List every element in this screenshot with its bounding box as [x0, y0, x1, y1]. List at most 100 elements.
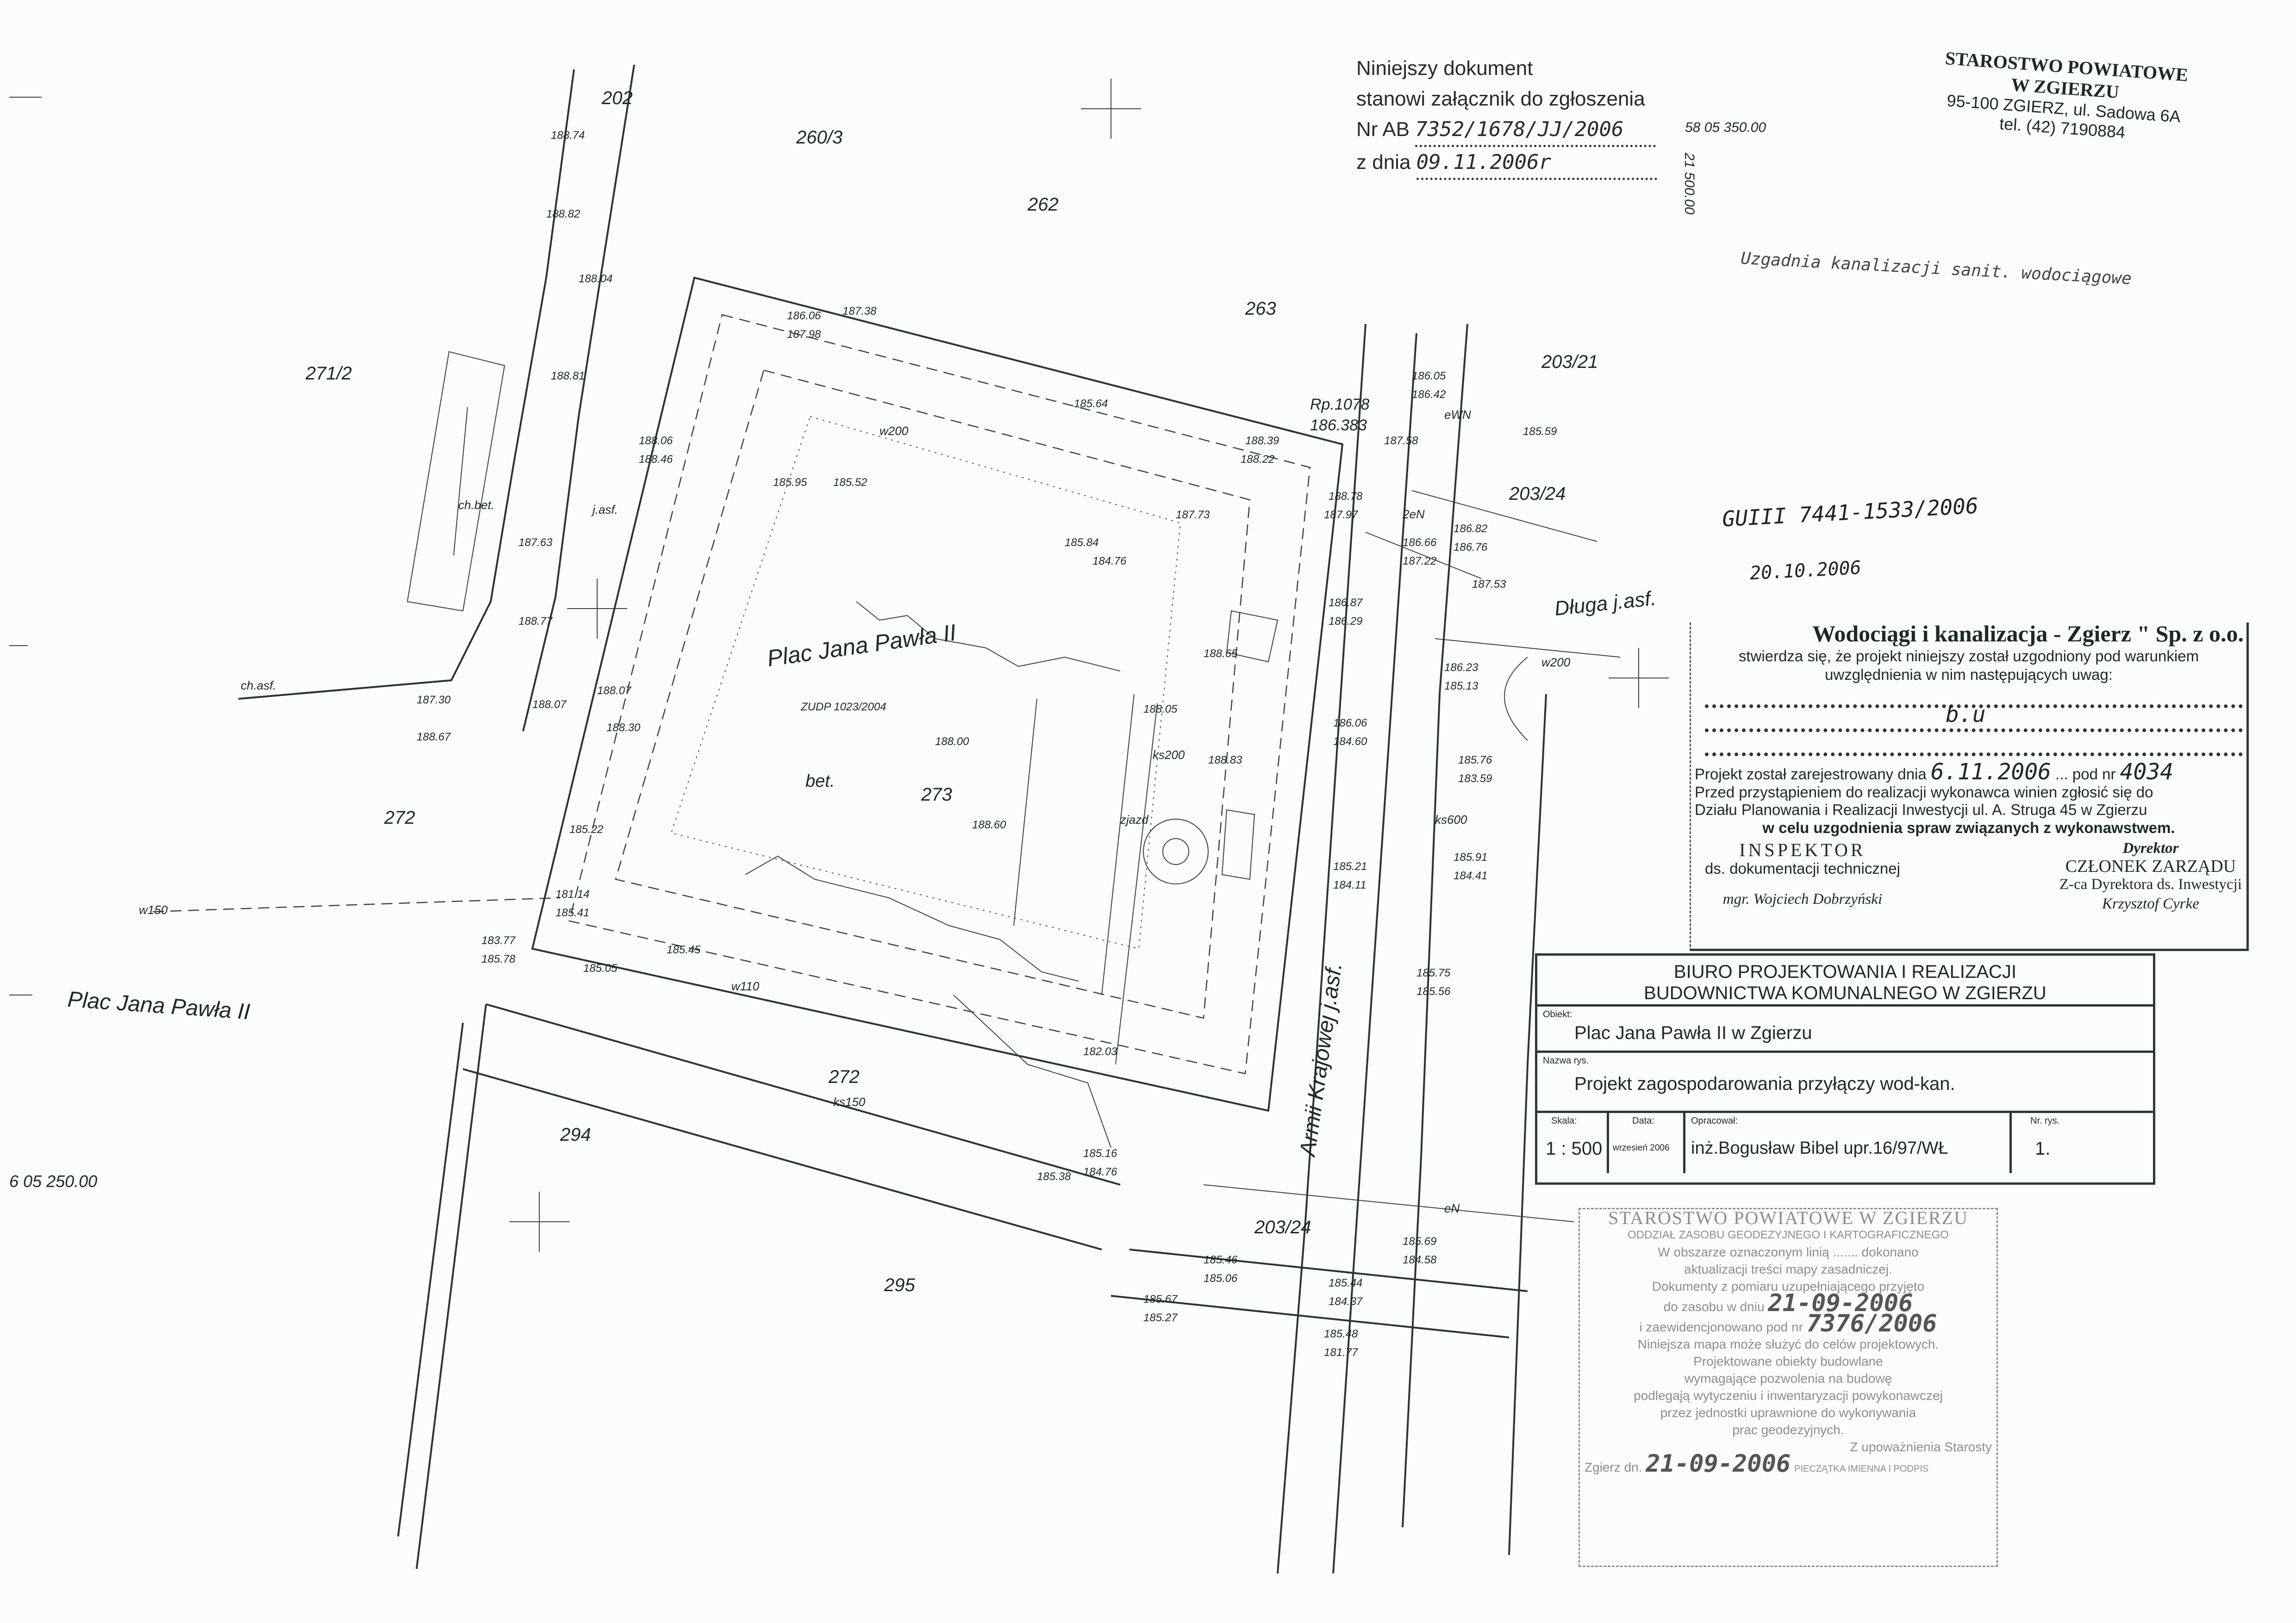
director-name: Krzysztof Cyrke — [2102, 895, 2199, 912]
elevation-label: 187.22 — [1403, 555, 1436, 567]
elevation-label: 188.60 — [972, 819, 1006, 831]
sheet-label: Nr. rys. — [2030, 1116, 2060, 1126]
elevation-label: 185.59 — [1523, 425, 1557, 438]
drawing-row: Nazwa rys. Projekt zagospodarowania przy… — [1537, 1053, 2153, 1113]
elevation-label: 185.44 — [1329, 1277, 1362, 1289]
registration-number: 4034 — [2120, 759, 2174, 785]
water-company-approval-stamp: Wodociągi i kanalizacja - Zgierz " Sp. z… — [1690, 621, 2249, 951]
registered-label: Projekt został zarejestrowany dnia — [1695, 765, 1927, 783]
author-value: inż.Bogusław Bibel upr.16/97/WŁ — [1691, 1138, 1948, 1158]
sheet-value: 1. — [2035, 1138, 2051, 1159]
elevation-label: 188.30 — [606, 721, 641, 734]
elevation-label: 186.06 — [1333, 717, 1367, 729]
elevation-label: 184.76 — [1083, 1166, 1117, 1178]
elevation-label: 186.06 — [787, 310, 821, 322]
note-line: Niniejszy dokument — [1356, 57, 1533, 80]
elevation-label: 185.22 — [569, 823, 603, 836]
parcel-label: 272 — [828, 1067, 860, 1087]
object-value: Plac Jana Pawła II w Zgierzu — [1574, 1023, 1812, 1043]
elevation-label: 185.52 — [833, 476, 867, 489]
elevation-label: 188.07 — [597, 684, 632, 697]
stamp-line: podlegają wytyczeniu i inwentaryzacji po… — [1634, 1388, 1943, 1403]
elevation-labels: 188.74188.82188.04188.81187.63188.77188.… — [417, 129, 1557, 1359]
utility-label: w200 — [880, 424, 909, 438]
elevation-label: 188.07 — [532, 698, 567, 711]
elevation-label: 187.73 — [1176, 509, 1210, 521]
dotted-line: b.u — [1705, 702, 2243, 732]
nr-value: 7352/1678/JJ/2006 — [1415, 114, 1656, 147]
elevation-label: 185.16 — [1083, 1147, 1117, 1160]
registered-date: 6.11.2006 — [1930, 759, 2052, 785]
parcel-label: 203/21 — [1541, 352, 1598, 372]
elevation-label: 185.64 — [1074, 398, 1108, 410]
elevation-label: 188.74 — [551, 129, 585, 142]
parcel-label: 273 — [921, 784, 952, 805]
director-sub: Z-ca Dyrektora ds. Inwestycji — [2059, 876, 2242, 893]
elevation-label: 188.06 — [639, 435, 673, 447]
elevation-label: 184.60 — [1333, 735, 1367, 748]
elevation-label: 185.76 — [1458, 754, 1492, 766]
stamp-line: stwierdza się, że projekt niniejszy zost… — [1738, 647, 2199, 665]
utility-label: ch.bet. — [458, 498, 494, 512]
elevation-label: 185.67 — [1143, 1293, 1178, 1306]
elevation-label: 188.46 — [639, 453, 673, 466]
elevation-label: 188.65 — [1204, 647, 1238, 660]
drawing-value: Projekt zagospodarowania przyłączy wod-k… — [1574, 1074, 1955, 1094]
elevation-label: 186.29 — [1329, 615, 1362, 628]
utility-label: ch.asf. — [241, 678, 276, 692]
parcel-label: 203/24 — [1254, 1217, 1311, 1237]
stamp-line: W obszarze oznaczonym linią ....... doko… — [1658, 1245, 1919, 1259]
inspector-title: INSPEKTOR — [1739, 839, 1866, 860]
elevation-label: 185.27 — [1143, 1312, 1178, 1324]
parcel-label: 295 — [884, 1275, 915, 1295]
elevation-label: 186.42 — [1412, 388, 1446, 401]
elevation-label: 185.56 — [1416, 985, 1451, 998]
elevation-label: 185.38 — [1037, 1170, 1071, 1183]
elevation-label: 185.84 — [1065, 536, 1098, 549]
info-row: Skala:1 : 500 Data:wrzesień 2006 Opracow… — [1537, 1113, 2153, 1173]
date-label: Data: — [1632, 1116, 1654, 1126]
plaza-outline — [531, 276, 1344, 1112]
parcel-label: 263 — [1245, 298, 1276, 319]
scale-value: 1 : 500 — [1546, 1138, 1603, 1159]
parcel-label: 272 — [384, 808, 415, 828]
elevation-label: 183.59 — [1458, 772, 1492, 785]
elevation-label: 185.13 — [1444, 680, 1479, 692]
utility-label: eN — [1444, 1201, 1460, 1215]
elevation-label: 185.75 — [1416, 967, 1451, 979]
stamp-line: Niniejsza mapa może służyć do celów proj… — [1637, 1337, 1939, 1351]
stamp-line: Projektowane obiekty budowlane — [1693, 1354, 1883, 1368]
elevation-label: 185.05 — [583, 962, 618, 975]
coordinate-label: 6 05 250.00 — [9, 1172, 97, 1191]
utility-label: ks200 — [1153, 748, 1185, 762]
remark: b.u — [1946, 702, 1986, 728]
date-value: 09.11.2006r — [1416, 147, 1657, 180]
inspector-sub: ds. dokumentacji technicznej — [1705, 860, 1900, 877]
parcel-label: 271/2 — [305, 363, 352, 384]
register-number: 7376/2006 — [1806, 1310, 1937, 1337]
elevation-label: 185.06 — [1204, 1272, 1238, 1285]
street-label: Długa j.asf. — [1554, 587, 1657, 620]
elevation-label: 185.46 — [1204, 1254, 1238, 1266]
elevation-label: 181.77 — [1324, 1346, 1359, 1359]
elevation-label: 188.81 — [551, 370, 585, 382]
stamp-line: w celu uzgodnienia spraw związanych z wy… — [1762, 819, 2175, 836]
utility-labels: w150w200w200w110ks150ks200ks600eNeWN2eNc… — [139, 408, 1571, 1215]
elevation-label: 186.23 — [1444, 661, 1479, 674]
elevation-label: 184.37 — [1329, 1295, 1363, 1308]
geodesy-stamp: STAROSTWO POWIATOWE W ZGIERZU ODDZIAŁ ZA… — [1578, 1208, 1998, 1567]
elevation-label: 181.14 — [555, 888, 589, 901]
elevation-label: 183.77 — [481, 934, 516, 947]
stamp-line: PIECZĄTKA IMIENNA I PODPIS — [1794, 1464, 1929, 1474]
left-road — [238, 64, 635, 1569]
utility-label: 2eN — [1402, 507, 1425, 521]
drawing-label: Nazwa rys. — [1543, 1056, 1589, 1066]
zudp-label: ZUDP 1023/2004 — [800, 701, 886, 713]
right-roads — [462, 323, 1574, 1574]
inspector-block: INSPEKTOR ds. dokumentacji technicznej m… — [1705, 840, 1900, 912]
stamp-line: do zasobu w dniu — [1663, 1300, 1765, 1314]
stamp-line: i zaewidencjonowano pod nr — [1639, 1320, 1803, 1334]
elevation-label: 188.82 — [546, 208, 580, 220]
stamp-subheader: ODDZIAŁ ZASOBU GEODEZYJNEGO I KARTOGRAFI… — [1628, 1229, 1949, 1241]
